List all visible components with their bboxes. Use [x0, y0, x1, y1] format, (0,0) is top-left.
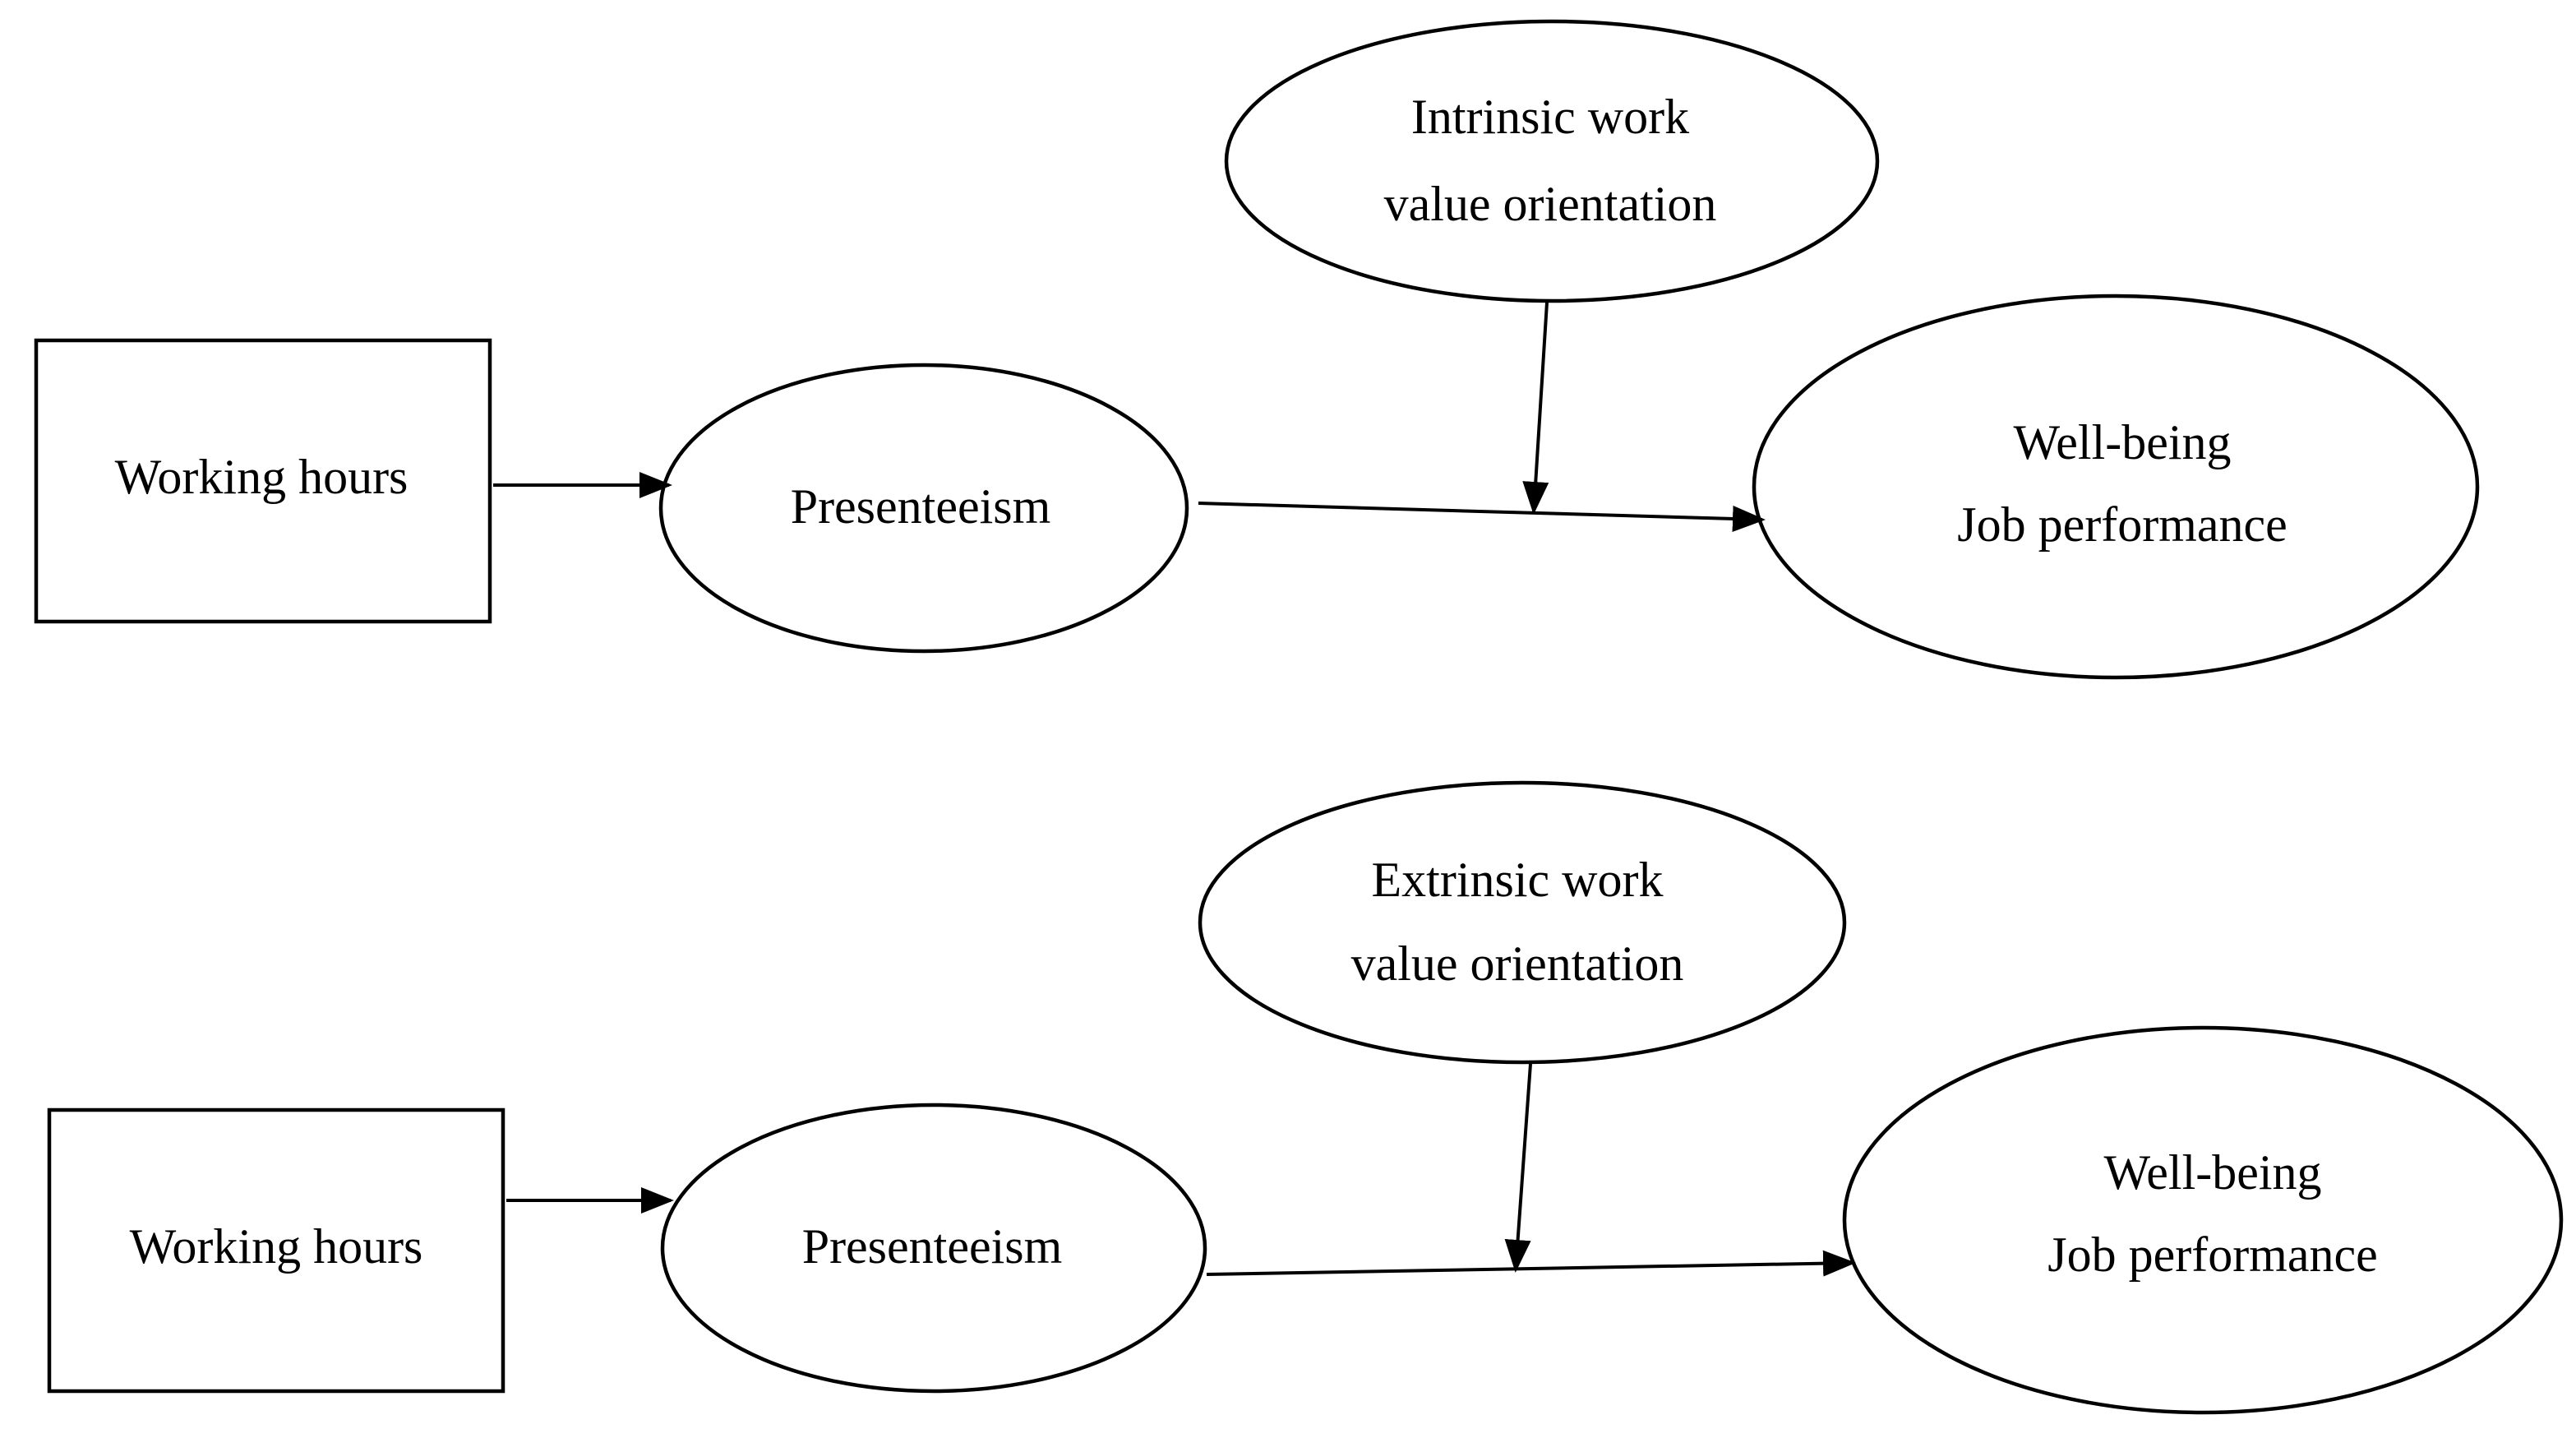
moderator-label-line-1: Intrinsic work	[1411, 90, 1689, 144]
outcome-label-line-2: Job performance	[1957, 497, 2287, 552]
model-bottom: Working hours Presenteeism Extrinsic wor…	[47, 780, 2564, 1415]
mediator-label: Presenteeism	[802, 1219, 1063, 1274]
outcome-label-line-2: Job performance	[2047, 1228, 2377, 1282]
intrinsic-moderator-ellipse	[1224, 19, 1880, 303]
outcome-ellipse	[1752, 294, 2480, 680]
arrow-moderator-to-path	[1522, 302, 1549, 515]
outcome-label-line-1: Well-being	[2103, 1145, 2321, 1200]
extrinsic-moderator-ellipse	[1198, 780, 1847, 1065]
working-hours-box	[47, 1107, 506, 1394]
arrow-presenteeism-to-outcome	[1198, 502, 1766, 532]
moderator-label-line-1: Extrinsic work	[1372, 853, 1664, 907]
arrow-moderator-to-path	[1504, 1063, 1532, 1273]
arrow-presenteeism-to-outcome	[1206, 1250, 1856, 1277]
outcome-label-line-1: Well-being	[2013, 415, 2231, 469]
mediator-label: Presenteeism	[791, 479, 1051, 534]
presenteeism-ellipse	[660, 1103, 1207, 1394]
model-top: Working hours Presenteeism Intrinsic wor…	[34, 19, 2480, 680]
predictor-label: Working hours	[130, 1219, 423, 1274]
working-hours-box	[34, 338, 492, 624]
predictor-label: Working hours	[115, 450, 409, 504]
moderator-label-line-2: value orientation	[1351, 936, 1684, 991]
presenteeism-ellipse	[658, 363, 1189, 654]
outcome-ellipse	[1842, 1025, 2564, 1415]
moderator-label-line-2: value orientation	[1384, 177, 1717, 231]
